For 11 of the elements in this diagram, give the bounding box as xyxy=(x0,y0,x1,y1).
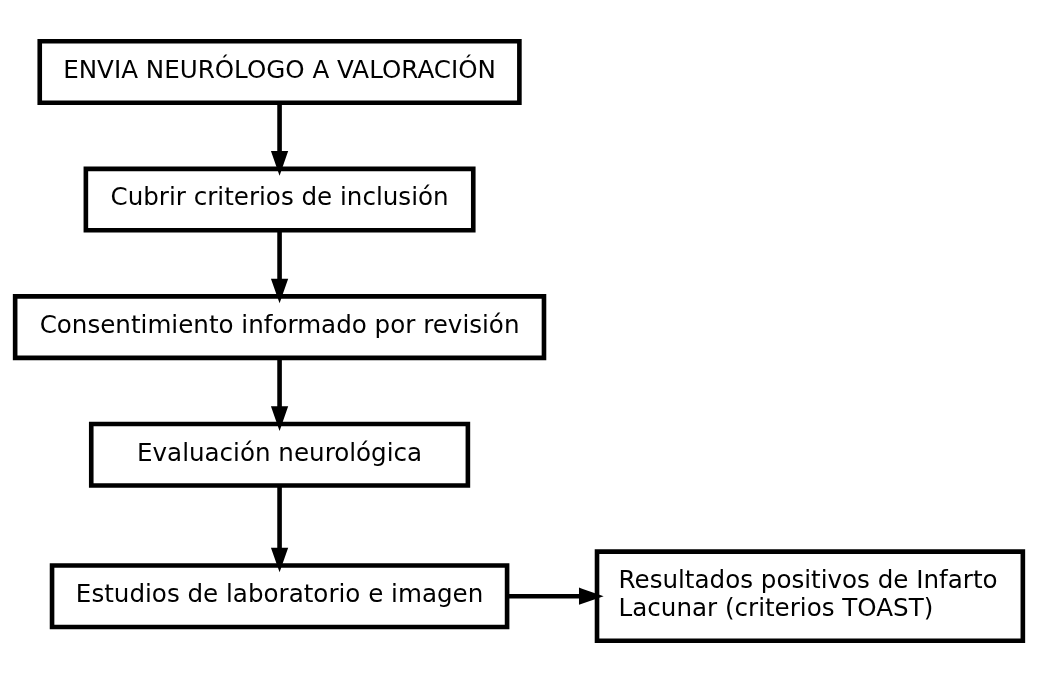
arrow xyxy=(270,230,288,303)
arrow xyxy=(270,485,288,572)
node-box: Consentimiento informado por revisión xyxy=(12,293,546,360)
arrow xyxy=(270,102,288,176)
node-box: Resultados positivos de Infarto Lacunar (criterios TOAST) xyxy=(594,548,1025,643)
node-box: Cubrir criterios de inclusión xyxy=(83,166,476,233)
arrow xyxy=(270,357,288,431)
node-box: Estudios de laboratorio e imagen xyxy=(49,562,509,629)
arrow xyxy=(506,587,604,605)
node-box: ENVIA NEURÓLOGO A VALORACIÓN xyxy=(36,38,522,105)
node-box: Evaluación neurológica xyxy=(88,421,470,488)
